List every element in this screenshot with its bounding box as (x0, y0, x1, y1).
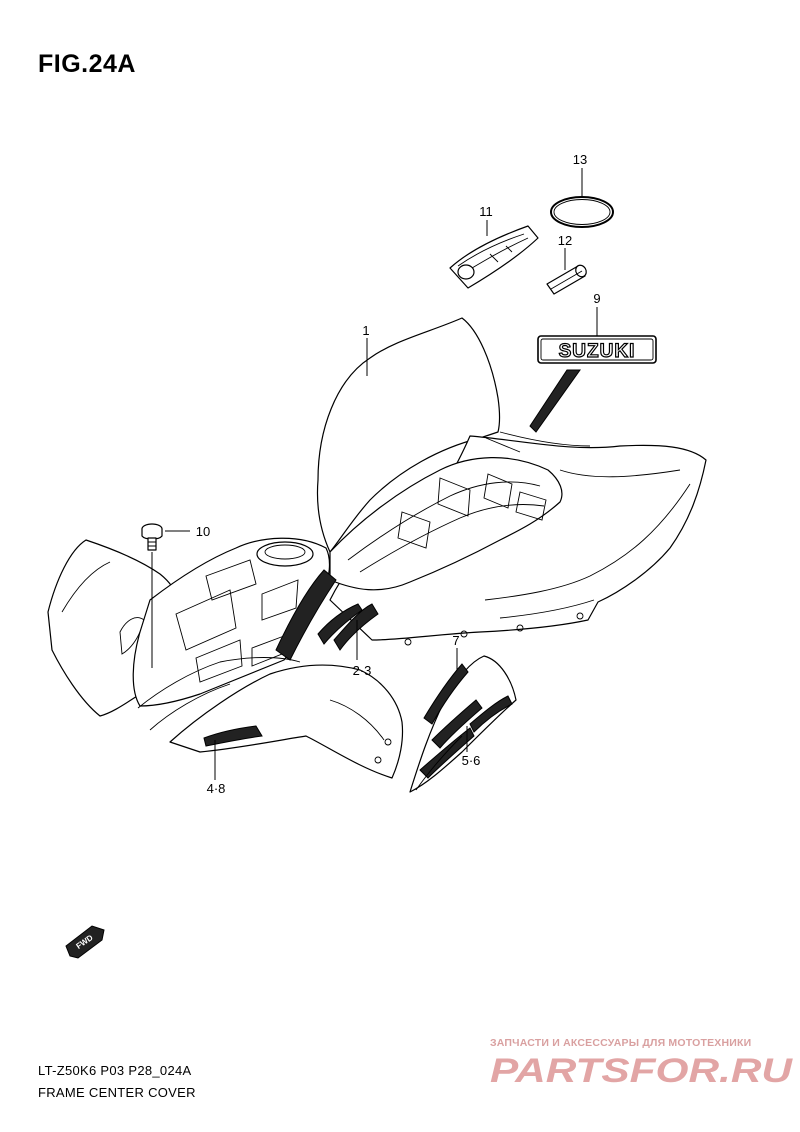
callout-4-8: 4·8 (207, 781, 226, 796)
part-5-6-7-side-decal[interactable] (409, 655, 517, 793)
watermark-brand: PARTSFOR.RU (490, 1052, 794, 1090)
callout-7: 7 (452, 633, 459, 648)
part-11-cushion[interactable] (449, 225, 539, 289)
callout-11: 11 (479, 204, 493, 219)
emblem-text: SUZUKI (559, 341, 636, 362)
callout-1: 1 (362, 323, 369, 338)
figure-title: FIG.24A (38, 50, 136, 78)
callout-12: 12 (558, 233, 572, 248)
diagram-name: FRAME CENTER COVER (38, 1085, 196, 1100)
callout-10: 10 (196, 524, 210, 539)
part-10-bolt[interactable] (141, 523, 163, 551)
part-13-o-ring[interactable] (550, 196, 614, 228)
callout-13: 13 (573, 152, 587, 167)
watermark-tagline: ЗАПЧАСТИ И АКСЕССУАРЫ ДЛЯ МОТОТЕХНИКИ (490, 1037, 752, 1049)
callout-2-3: 2·3 (353, 663, 372, 678)
part-4-8-side-cover[interactable] (137, 657, 404, 779)
callout-9: 9 (593, 291, 600, 306)
fwd-arrow-icon: FWD (65, 925, 105, 959)
part-9-suzuki-emblem[interactable]: SUZUKI (529, 335, 657, 433)
part-12-tube[interactable] (546, 263, 588, 295)
diagram-code: LT-Z50K6 P03 P28_024A (38, 1063, 192, 1078)
callout-5-6: 5·6 (462, 753, 481, 768)
leader-lines (151, 168, 598, 780)
part-1-rear-fender[interactable] (47, 317, 707, 717)
